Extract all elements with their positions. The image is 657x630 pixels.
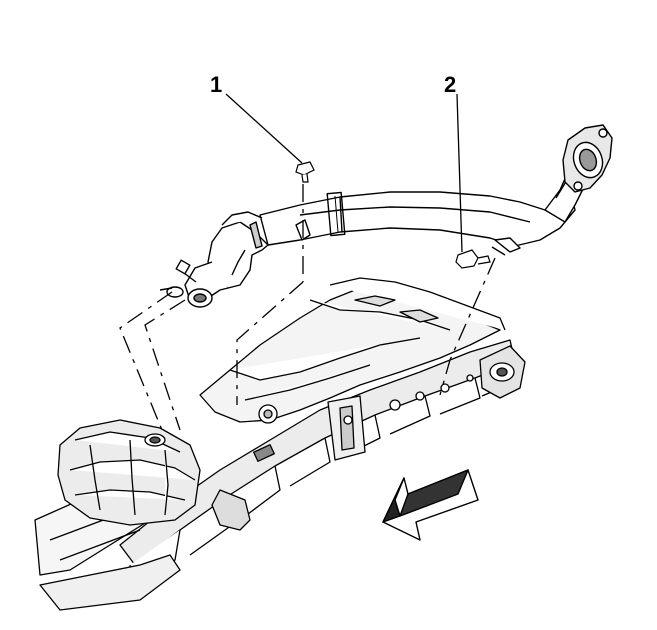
- alignment-dashed-lines: [119, 184, 496, 431]
- muffler-assembly: [57, 419, 251, 531]
- bolt-icon: [295, 161, 315, 183]
- callout-leader-lines: [225, 93, 463, 253]
- callout-label-2: 2: [444, 72, 457, 97]
- callout-label-1: 1: [210, 72, 223, 97]
- front-direction-arrow: [382, 469, 479, 541]
- exhaust-pipe: [159, 124, 613, 308]
- nut-icon: [455, 249, 491, 269]
- vehicle-frame: [34, 277, 526, 611]
